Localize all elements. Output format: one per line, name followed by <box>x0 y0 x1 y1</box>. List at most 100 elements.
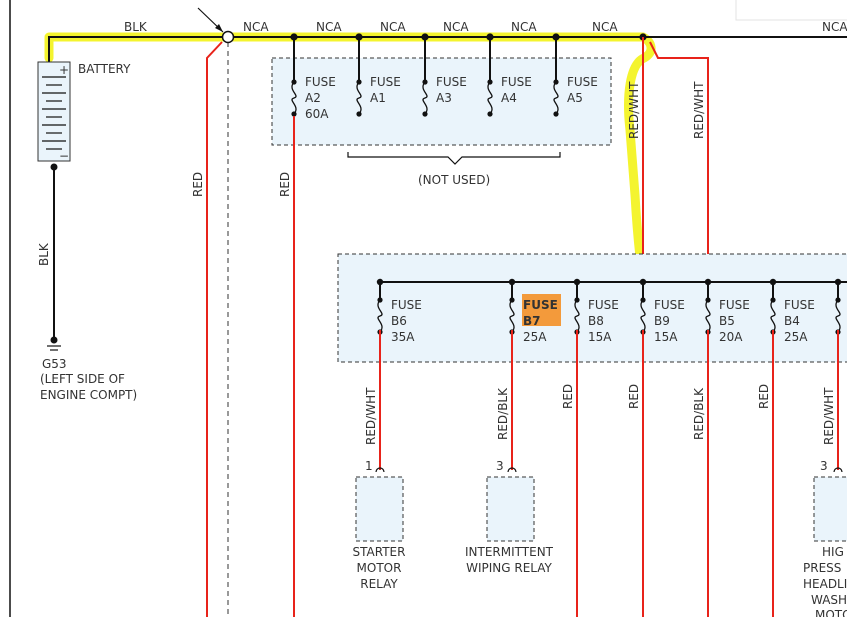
fuse-label: FUSE <box>654 298 685 312</box>
wire-label-nca-4: NCA <box>443 20 469 34</box>
battery-plus-sign: + <box>59 63 69 77</box>
wire-label-nca-7: NCA <box>822 20 847 34</box>
fuse-label: A2 <box>305 91 321 105</box>
battery-symbol <box>37 61 71 162</box>
intermittent-wiping-relay <box>486 467 535 542</box>
relay-label-wiper-1: INTERMITTENT <box>465 545 554 559</box>
fuse-block-a <box>271 57 612 146</box>
wire-label-nca-3: NCA <box>380 20 406 34</box>
fuse-label: FUSE <box>305 75 336 89</box>
wire-label-red-a2: RED <box>278 172 292 197</box>
fuse-label: FUSE <box>588 298 619 312</box>
fuse-element <box>377 299 383 333</box>
battery-feed-wire <box>48 36 222 62</box>
fuse-element <box>487 81 493 115</box>
fuse-element <box>705 299 711 333</box>
fuse-label: B4 <box>784 314 800 328</box>
battery-label: BATTERY <box>78 62 131 76</box>
bus-junction <box>769 278 777 286</box>
splice-point <box>221 30 235 44</box>
fuse-label: 20A <box>719 330 743 344</box>
fuse-element <box>356 81 362 115</box>
fuse-label: 15A <box>654 330 678 344</box>
fuse-label: B6 <box>391 314 407 328</box>
ground-location-1: (LEFT SIDE OF <box>40 372 125 386</box>
relay-label-washer-3: HEADLI <box>803 577 847 591</box>
wire-label-blk-ground: BLK <box>37 242 51 266</box>
fuse-element-partial <box>835 299 841 333</box>
fuse-label: A4 <box>501 91 517 105</box>
fuse-a1: FUSE A1 <box>356 75 401 117</box>
fuse-label: FUSE <box>391 298 422 312</box>
fuse-label: FUSE <box>523 298 558 312</box>
highlighted-circuit <box>44 32 656 285</box>
relay-pin-wiper: 3 <box>496 459 504 473</box>
relay-pin-washer: 3 <box>820 459 828 473</box>
fuse-a4: FUSE A4 <box>487 75 532 117</box>
bus-junction <box>355 33 363 41</box>
fuse-element <box>509 299 515 333</box>
bus-junction <box>376 278 384 286</box>
wire-label-nca-6: NCA <box>592 20 618 34</box>
fuse-label: FUSE <box>719 298 750 312</box>
relay-label-starter-1: STARTER <box>353 545 406 559</box>
relay-label-washer-4: WASH <box>811 593 847 607</box>
fuse-label: FUSE <box>370 75 401 89</box>
wire-label-red-blk-b7: RED/BLK <box>496 387 510 440</box>
wire-label-red-left: RED <box>191 172 205 197</box>
fuse-label: A1 <box>370 91 386 105</box>
fuse-label: A3 <box>436 91 452 105</box>
fuse-element <box>640 299 646 333</box>
fuse-label: B8 <box>588 314 604 328</box>
not-used-label: (NOT USED) <box>418 173 490 187</box>
relay-label-starter-2: MOTOR <box>357 561 402 575</box>
fuse-element <box>291 81 297 115</box>
wire-label-nca-2: NCA <box>316 20 342 34</box>
callout-arrowhead <box>215 24 223 32</box>
wire-label-nca-5: NCA <box>511 20 537 34</box>
wire-label-red-b4: RED <box>757 384 771 409</box>
bus-junction <box>290 33 298 41</box>
wire-label-red-b9: RED <box>627 384 641 409</box>
relay-label-starter-3: RELAY <box>360 577 398 591</box>
relay-label-washer-5: MOTO <box>815 608 847 617</box>
wire-label-blk: BLK <box>124 20 148 34</box>
fuse-block-b <box>337 253 847 363</box>
bus-junction <box>552 33 560 41</box>
bus-junction <box>508 278 516 286</box>
fuse-b7-highlight <box>522 294 561 326</box>
fuse-element <box>770 299 776 333</box>
relay-label-wiper-2: WIPING RELAY <box>466 561 552 575</box>
fuse-element <box>422 81 428 115</box>
bus-junction <box>704 278 712 286</box>
wire-label-red-blk-b5: RED/BLK <box>692 387 706 440</box>
relay-label-washer-1: HIG <box>822 545 844 559</box>
ground-id: G53 <box>42 357 67 371</box>
relay-label-washer-2: PRESS <box>803 561 841 575</box>
bus-junction <box>421 33 429 41</box>
ground-location-2: ENGINE COMPT) <box>40 388 137 402</box>
fuse-label: 15A <box>588 330 612 344</box>
wire-label-red-blk-feed: RED/WHT <box>692 81 706 139</box>
fuse-label: FUSE <box>784 298 815 312</box>
fuse-label: FUSE <box>501 75 532 89</box>
fuse-element <box>574 299 580 333</box>
starter-motor-relay <box>355 467 404 542</box>
wire-label-red-wht-washer: RED/WHT <box>822 387 836 445</box>
red-wire-left <box>206 41 223 617</box>
fuse-label: A5 <box>567 91 583 105</box>
wire-label-red-b8: RED <box>561 384 575 409</box>
wire-label-nca-1: NCA <box>243 20 269 34</box>
headlamp-washer-motor <box>813 467 847 542</box>
red-blk-feed-wire <box>649 41 709 280</box>
fuse-label: 25A <box>523 330 547 344</box>
